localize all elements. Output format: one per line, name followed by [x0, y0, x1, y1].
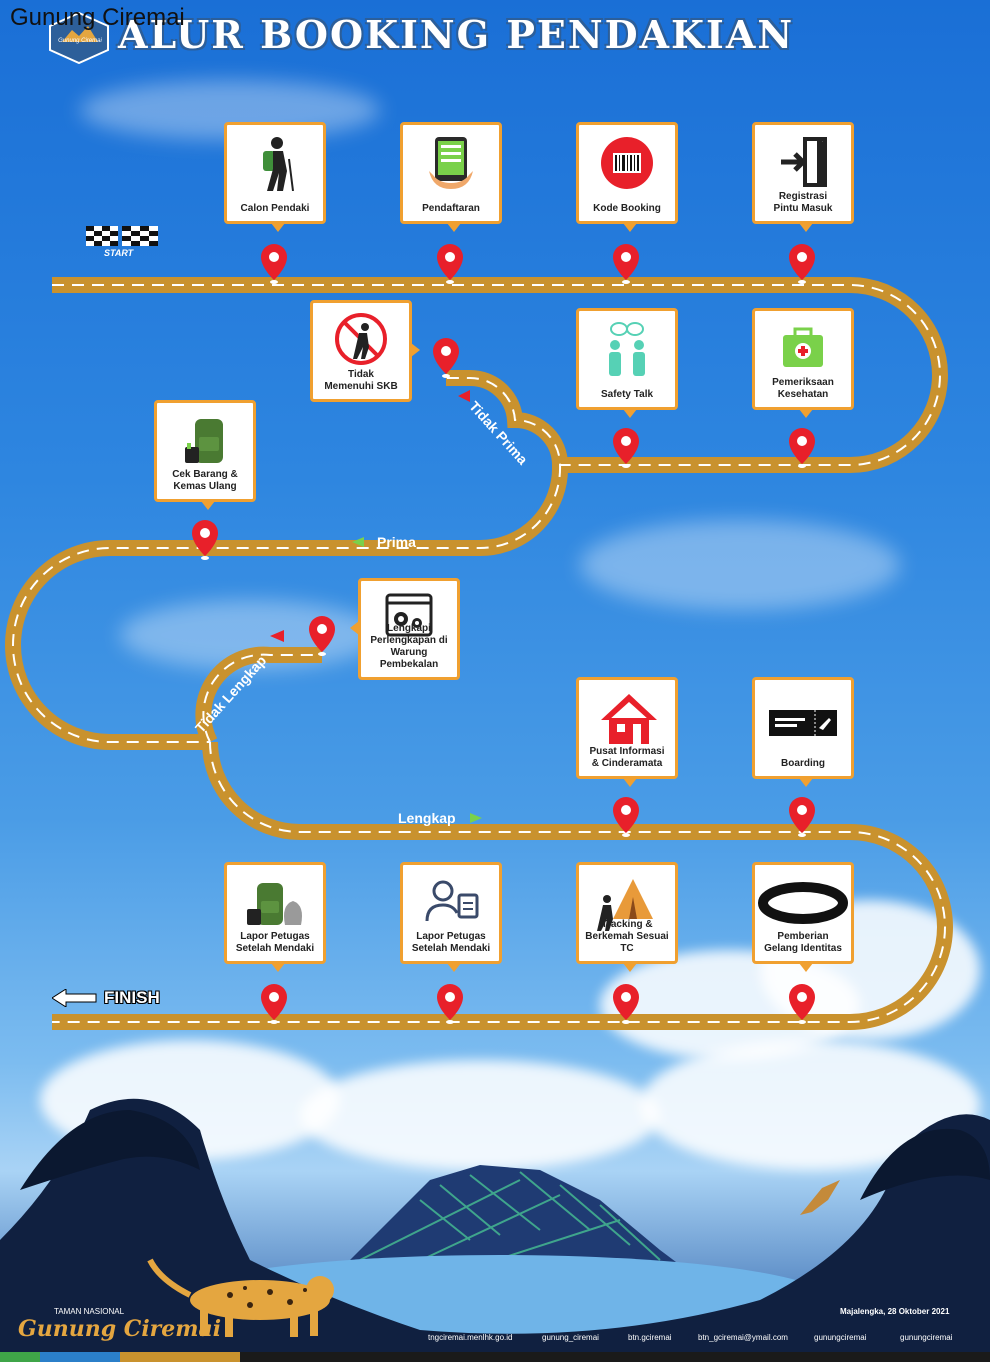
- step-card: Kode Booking: [576, 122, 678, 232]
- map-pin-icon: [613, 984, 639, 1024]
- logo-text: Gunung Ciremai: [58, 38, 102, 44]
- eagle-icon: [800, 1180, 840, 1215]
- map-pin-icon: [613, 428, 639, 468]
- people-talk-icon: [609, 322, 645, 376]
- finish-arrow-icon: [52, 989, 97, 1007]
- step-card: Lapor Petugas Setelah Mendaki: [400, 862, 502, 972]
- footer-link-email: btn_gciremai@ymail.com: [698, 1333, 788, 1342]
- map-pin-icon: [613, 797, 639, 837]
- logo-icon: [49, 12, 109, 64]
- house-icon: [601, 694, 657, 744]
- step-label: Cek Barang & Kemas Ulang: [172, 469, 238, 492]
- map-pin-icon: [613, 244, 639, 284]
- step-label: Pemeriksaan Kesehatan: [772, 377, 834, 400]
- medical-kit-icon: [783, 327, 823, 367]
- map-pin-icon: [437, 244, 463, 284]
- map-pin-icon: [192, 520, 218, 560]
- footer-org-small: TAMAN NASIONAL: [54, 1307, 125, 1316]
- step-card: Cek Barang & Kemas Ulang: [154, 400, 256, 510]
- footer-org-big: Gunung Ciremai: [18, 1316, 222, 1342]
- step-label: Lapor Petugas Setelah Mendaki: [235, 931, 315, 954]
- step-card: Lengkapi Perlengkapan di Warung Pembekal…: [350, 578, 460, 680]
- map-pin-icon: [789, 428, 815, 468]
- step-card: Pemeriksaan Kesehatan: [752, 308, 854, 418]
- step-card: Tracking & Berkemah Sesuai TC: [576, 862, 678, 972]
- step-label: Safety Talk: [600, 389, 654, 400]
- barcode-icon: [601, 137, 653, 189]
- cloud-wisp: [580, 520, 900, 610]
- map-pin-icon: [789, 797, 815, 837]
- step-card: Boarding: [752, 677, 854, 787]
- step-label: Calon Pendaki: [240, 203, 310, 214]
- step-label: Pemberian Gelang Identitas: [764, 931, 842, 954]
- user-card-icon: [425, 880, 479, 922]
- poster-title: ALUR BOOKING PENDAKIAN: [118, 12, 795, 57]
- step-card: Pusat Informasi & Cinderamata: [576, 677, 678, 787]
- step-label: Lapor Petugas Setelah Mendaki: [411, 931, 491, 954]
- step-label: Lengkapi Perlengkapan di Warung Pembekal…: [370, 623, 448, 670]
- cloud: [300, 1060, 660, 1170]
- step-card: Pemberian Gelang Identitas: [752, 862, 854, 972]
- image-title-overlay: Gunung Ciremai: [10, 4, 185, 31]
- step-card: Pendaftaran: [400, 122, 502, 232]
- step-label: Boarding: [781, 758, 825, 769]
- step-card: Safety Talk: [576, 308, 678, 418]
- map-pin-icon: [261, 984, 287, 1024]
- step-label: Pusat Informasi & Cinderamata: [589, 746, 665, 769]
- tent-hiker-icon: [597, 879, 653, 931]
- footer-link-youtube: gunungciremai: [814, 1333, 867, 1342]
- hiker-icon: [263, 137, 294, 191]
- backpack-icon: [185, 419, 223, 463]
- map-pin-icon: [261, 244, 287, 284]
- backpack-trash-icon: [247, 883, 302, 925]
- step-card: Calon Pendaki: [224, 122, 326, 232]
- step-card: Tidak Memenuhi SKB: [310, 300, 420, 402]
- step-card: Lapor Petugas Setelah Mendaki: [224, 862, 326, 972]
- map-pin-icon: [789, 244, 815, 284]
- step-label: Kode Booking: [593, 203, 661, 214]
- tablet-form-icon: [429, 137, 473, 189]
- path-label-prima: Prima: [377, 534, 416, 550]
- footer-link-twitter: gunungciremai: [900, 1333, 953, 1342]
- start-label: START: [104, 248, 134, 258]
- footer-link-instagram: gunung_ciremai: [542, 1333, 599, 1342]
- map-pin-icon: [433, 338, 459, 378]
- step-label: Tidak Memenuhi SKB: [324, 369, 398, 392]
- footer-date: Majalengka, 28 Oktober 2021: [840, 1307, 950, 1316]
- path-label-lengkap: Lengkap: [398, 810, 456, 826]
- wristband-icon: [758, 882, 848, 924]
- landscape-silhouette: [0, 1098, 990, 1362]
- ticket-icon: [769, 710, 837, 736]
- gear-window-icon: [385, 593, 433, 637]
- step-label: Pendaftaran: [422, 203, 480, 214]
- map-pin-icon: [437, 984, 463, 1024]
- step-card: Registrasi Pintu Masuk: [752, 122, 854, 232]
- no-hiking-icon: [335, 313, 387, 365]
- map-pin-icon: [789, 984, 815, 1024]
- footer-link-facebook: btn.gciremai: [628, 1333, 672, 1342]
- leopard-icon: [147, 1258, 334, 1337]
- map-pin-icon: [309, 616, 335, 656]
- door-enter-icon: [781, 137, 827, 187]
- step-label: Tracking & Berkemah Sesuai TC: [585, 919, 669, 954]
- finish-label: FINISH: [104, 988, 160, 1007]
- start-flags-icon: [86, 226, 158, 246]
- step-label: Registrasi Pintu Masuk: [773, 191, 833, 214]
- footer-link-web: tngciremai.menlhk.go.id: [428, 1333, 513, 1342]
